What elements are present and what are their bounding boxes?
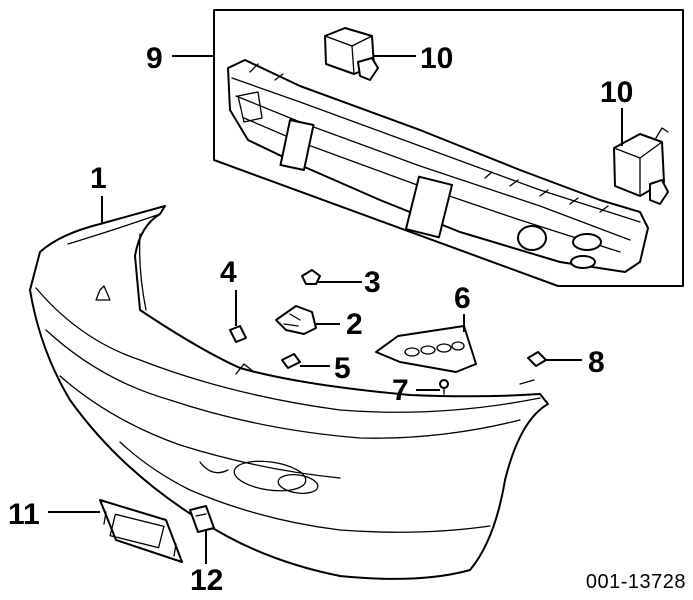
retainer-12 — [189, 505, 215, 533]
license-bracket-6 — [375, 325, 477, 373]
nut-8 — [527, 351, 547, 367]
retainer-4 — [229, 325, 247, 343]
bumper-fascia — [29, 205, 549, 580]
callout-12: 12 — [190, 564, 223, 597]
pushpin-7 — [439, 379, 449, 395]
license-plate-bracket-11 — [99, 499, 183, 563]
callout-11: 11 — [8, 498, 40, 531]
callout-9: 9 — [146, 42, 163, 75]
callout-10-right: 10 — [600, 76, 633, 109]
clip-5 — [281, 353, 301, 369]
document-number: 001-13728 — [586, 571, 686, 593]
inset-frame — [213, 9, 684, 287]
clip-3 — [301, 269, 321, 285]
callout-2: 2 — [346, 308, 363, 341]
callout-6: 6 — [454, 282, 471, 315]
callout-1: 1 — [90, 162, 107, 195]
impact-bar — [227, 59, 649, 273]
callout-7: 7 — [392, 374, 409, 407]
energy-absorber-upper — [324, 27, 379, 81]
callout-5: 5 — [334, 352, 351, 385]
bracket-2 — [275, 305, 317, 335]
callout-4: 4 — [220, 256, 237, 289]
callout-3: 3 — [364, 266, 381, 299]
callout-8: 8 — [588, 346, 605, 379]
energy-absorber-right — [613, 127, 669, 205]
callout-10-upper: 10 — [420, 42, 453, 75]
